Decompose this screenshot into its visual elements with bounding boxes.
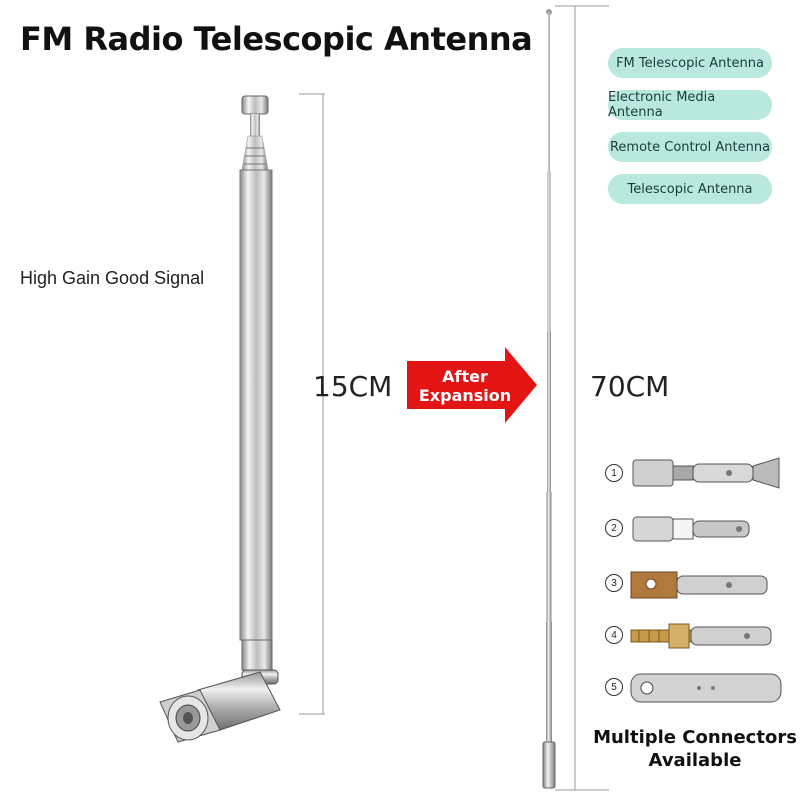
f-connector-icon [632, 457, 780, 489]
connectors-caption-line1: Multiple Connectors [593, 727, 797, 748]
tag-telescopic-antenna: Telescopic Antenna [608, 174, 772, 204]
connectors-caption: Multiple Connectors Available [590, 726, 800, 772]
connector-option-1: 1 [605, 450, 795, 500]
expansion-arrow-icon: After Expansion [407, 347, 537, 423]
connector-option-2: 2 [605, 505, 795, 555]
connector-number: 1 [605, 464, 623, 482]
connector-number: 3 [605, 574, 623, 592]
page-title: FM Radio Telescopic Antenna [20, 20, 533, 58]
connectors-caption-line2: Available [648, 750, 742, 771]
expanded-dimension-line [555, 5, 609, 791]
tag-remote-control-antenna: Remote Control Antenna [608, 132, 772, 162]
pal-connector-icon [632, 516, 750, 542]
collapsed-dimension-line [299, 93, 325, 715]
solder-lug-connector-icon [630, 571, 768, 599]
tag-electronic-media-antenna: Electronic Media Antenna [608, 90, 772, 120]
collapsed-antenna-image [159, 95, 281, 743]
eyelet-connector-icon [630, 673, 782, 703]
connector-option-3: 3 [605, 560, 795, 610]
arrow-label-line2: Expansion [419, 386, 511, 405]
connector-number: 4 [605, 626, 623, 644]
feature-text: High Gain Good Signal [20, 268, 205, 288]
connector-option-4: 4 [605, 612, 795, 662]
connector-option-5: 5 [605, 664, 795, 714]
connector-number: 2 [605, 519, 623, 537]
expanded-length-label: 70CM [590, 370, 670, 403]
connector-number: 5 [605, 678, 623, 696]
collapsed-length-label: 15CM [313, 370, 393, 403]
arrow-label-line1: After [442, 367, 488, 386]
tag-fm-telescopic-antenna: FM Telescopic Antenna [608, 48, 772, 78]
threaded-stud-connector-icon [630, 623, 772, 649]
expanded-antenna-image [542, 9, 556, 789]
